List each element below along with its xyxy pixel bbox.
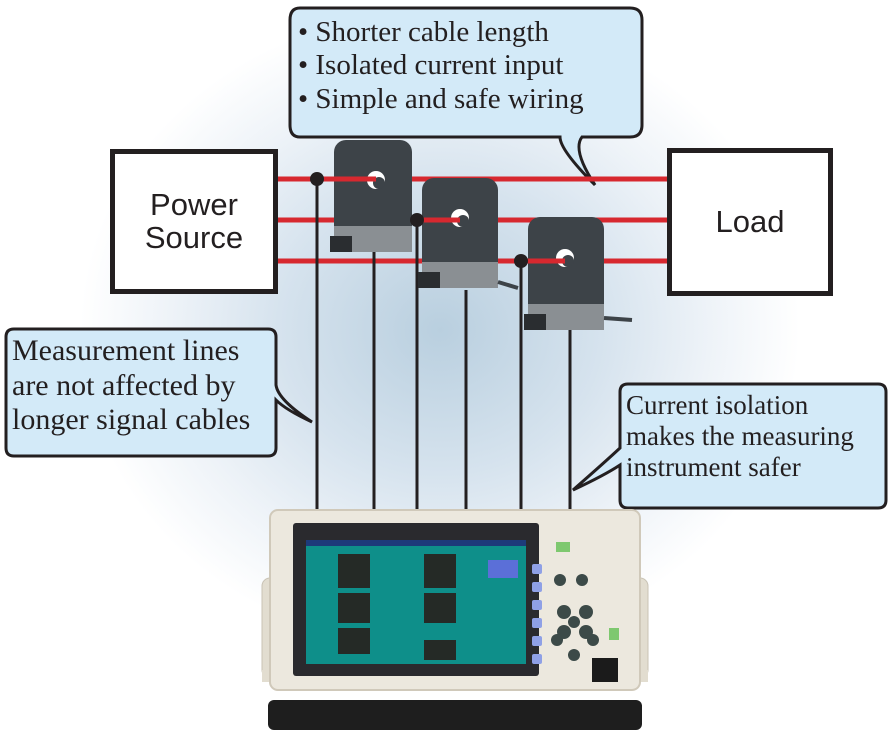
callout-left-bubble [4, 327, 313, 458]
load-label: Load [715, 203, 785, 239]
junction-dot-2 [410, 213, 424, 227]
junction-dot-1 [310, 172, 324, 186]
junction-dots [310, 172, 528, 268]
analyzer-handle-grip [268, 700, 642, 730]
callout-top-line: • Simple and safe wiring [298, 82, 584, 115]
power-source-box: Power Source [110, 149, 278, 294]
callout-right-text: Current isolation makes the measuring in… [626, 390, 854, 483]
junction-dot-3 [514, 254, 528, 268]
callout-left-line: longer signal cables [12, 403, 251, 436]
callout-top-line: • Isolated current input [298, 49, 564, 82]
measurement-wires [315, 179, 572, 512]
callout-right-line: Current isolation [626, 390, 809, 420]
power-switch [592, 658, 618, 682]
callout-right-bubble [572, 382, 888, 510]
callout-top-line: • Shorter cable length [298, 16, 549, 48]
load-box: Load [667, 148, 833, 296]
callout-left-text: Measurement lines are not affected by lo… [12, 334, 250, 438]
power-source-label-line1: Power [150, 186, 238, 222]
callout-left-line: Measurement lines [12, 334, 240, 367]
callout-top-text: • Shorter cable length • Isolated curren… [298, 16, 584, 116]
callout-top-bubble [288, 6, 644, 187]
callout-right-line: instrument safer [626, 452, 801, 483]
current-sensor-3 [524, 217, 633, 330]
callout-left-line: are not affected by [12, 368, 236, 402]
power-analyzer [261, 509, 649, 730]
power-source-label-line2: Source [144, 219, 244, 255]
current-sensor-1 [330, 140, 412, 252]
callout-right-line: makes the measuring [626, 421, 854, 452]
current-sensor-2 [418, 178, 519, 290]
